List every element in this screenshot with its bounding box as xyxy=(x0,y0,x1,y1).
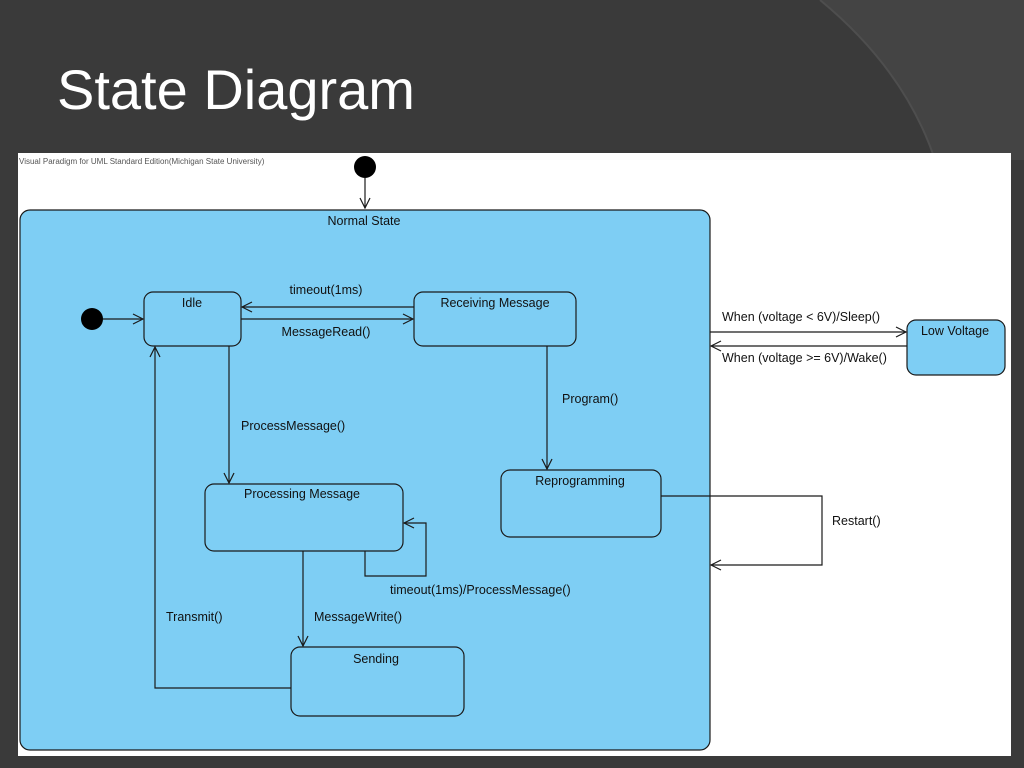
normal-state-label: Normal State xyxy=(328,214,401,228)
transition-restart xyxy=(661,495,823,565)
state-reprogramming[interactable] xyxy=(500,469,662,538)
transition-restart-label: Restart() xyxy=(832,514,881,528)
state-low-voltage[interactable] xyxy=(906,319,1006,376)
transition-message-write-label: MessageWrite() xyxy=(314,610,402,624)
state-receiving-message[interactable] xyxy=(413,291,577,347)
diagram-panel: Visual Paradigm for UML Standard Edition… xyxy=(18,153,1011,756)
transition-timeout-self-loop-label: timeout(1ms)/ProcessMessage() xyxy=(390,583,571,597)
transition-timeout-self-loop xyxy=(364,523,427,577)
transition-message-read-label: MessageRead() xyxy=(282,325,371,339)
slide-title: State Diagram xyxy=(57,58,415,121)
initial-node-top xyxy=(354,156,376,178)
transition-program-label: Program() xyxy=(562,392,618,406)
state-diagram: Visual Paradigm for UML Standard Edition… xyxy=(19,156,1006,751)
initial-node-inner xyxy=(81,308,103,330)
transition-transmit-label: Transmit() xyxy=(166,610,222,624)
transition-sleep-label: When (voltage < 6V)/Sleep() xyxy=(722,310,880,324)
state-sending-label: Sending xyxy=(353,652,399,666)
state-receiving-message-label: Receiving Message xyxy=(440,296,549,310)
state-processing-message-label: Processing Message xyxy=(244,487,360,501)
state-sending[interactable] xyxy=(290,646,465,717)
transition-timeout-label: timeout(1ms) xyxy=(290,283,363,297)
state-low-voltage-label: Low Voltage xyxy=(921,324,989,338)
watermark-text: Visual Paradigm for UML Standard Edition… xyxy=(19,157,265,166)
state-reprogramming-label: Reprogramming xyxy=(535,474,625,488)
transition-transmit xyxy=(155,347,291,689)
transition-wake-label: When (voltage >= 6V)/Wake() xyxy=(722,351,887,365)
state-idle-label: Idle xyxy=(182,296,202,310)
transition-process-message-label: ProcessMessage() xyxy=(241,419,345,433)
